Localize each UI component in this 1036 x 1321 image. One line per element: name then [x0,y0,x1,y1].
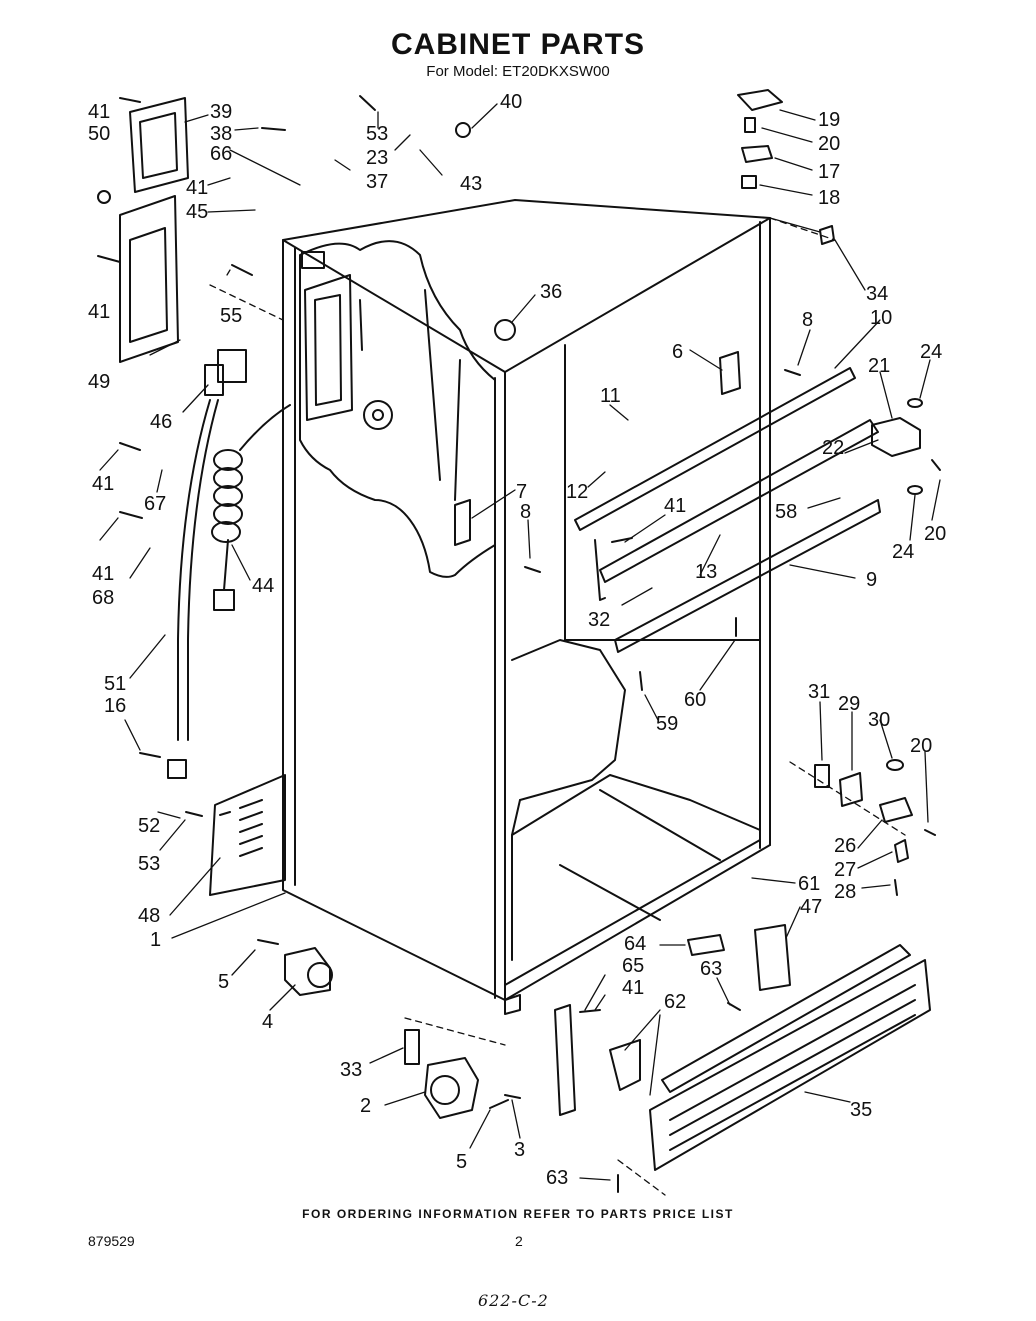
callout: 50 [88,123,110,145]
callout: 22 [822,437,844,459]
callout: 24 [920,341,942,363]
callout: 8 [520,501,531,523]
callout: 33 [340,1059,362,1081]
callout: 8 [802,309,813,331]
top-plug [494,319,516,341]
callout: 12 [566,481,588,503]
callout: 13 [695,561,717,583]
callout: 5 [218,971,229,993]
page-number: 2 [515,1233,523,1249]
callout: 51 [104,673,126,695]
callout: 26 [834,835,856,857]
callout: 24 [892,541,914,563]
callout: 40 [500,91,522,113]
callout: 41 [92,563,114,585]
callout: 43 [460,173,482,195]
callout: 38 [210,123,232,145]
callout: 16 [104,695,126,717]
callout: 63 [700,958,722,980]
mounting-plate [119,195,179,363]
callout: 48 [138,905,160,927]
callout: 62 [664,991,686,1013]
callout: 35 [850,1099,872,1121]
callout: 32 [588,609,610,631]
callout-labels: 41 39 38 50 66 53 23 40 43 37 41 45 19 2… [88,91,946,1189]
callout: 44 [252,575,274,597]
front-roller-assembly [284,947,479,1119]
top-hinge-parts [737,89,835,245]
handwritten-note: 622-C-2 [478,1291,549,1310]
callout: 41 [92,473,114,495]
callout: 20 [924,523,946,545]
callout: 58 [775,501,797,523]
callout: 31 [808,681,830,703]
mullion-rails [574,351,881,653]
grommet-part [455,122,471,138]
callout: 41 [88,101,110,123]
center-hinge-bracket [871,398,923,495]
callout: 53 [138,853,160,875]
callout: 45 [186,201,208,223]
callout: 47 [800,896,822,918]
callout: 67 [144,493,166,515]
callout: 20 [818,133,840,155]
callout: 41 [622,977,644,999]
callout: 59 [656,713,678,735]
rear-access-cover [209,774,286,896]
model-line: For Model: ET20DKXSW00 [426,63,610,80]
callout: 20 [910,735,932,757]
callout: 27 [834,859,856,881]
bottom-hinge [814,759,913,863]
callout: 65 [622,955,644,977]
callout: 29 [838,693,860,715]
callout: 23 [366,147,388,169]
drain-tube [167,349,247,779]
callout: 61 [798,873,820,895]
leader-lines [99,103,941,1196]
callout: 60 [684,689,706,711]
callout: 2 [360,1095,371,1117]
callout: 41 [186,177,208,199]
callout: 64 [624,933,646,955]
callout: 55 [220,305,242,327]
callout: 52 [138,815,160,837]
document-number: 879529 [88,1233,135,1249]
callout: 41 [664,495,686,517]
callout: 3 [514,1139,525,1161]
callout: 5 [456,1151,467,1173]
callout: 1 [150,929,161,951]
callout: 4 [262,1011,273,1033]
callout: 21 [868,355,890,377]
callout: 9 [866,569,877,591]
callout: 46 [150,411,172,433]
callout: 37 [366,171,388,193]
callout: 49 [88,371,110,393]
callout: 10 [870,307,892,329]
callout: 30 [868,709,890,731]
callout: 17 [818,161,840,183]
cabinet-body [282,199,771,1015]
callout: 19 [818,109,840,131]
callout: 39 [210,101,232,123]
base-grille [554,924,931,1171]
callout: 34 [866,283,888,305]
callout: 18 [818,187,840,209]
screws [97,95,941,1193]
callout: 41 [88,301,110,323]
ordering-note: FOR ORDERING INFORMATION REFER TO PARTS … [302,1207,734,1221]
callout: 7 [516,481,527,503]
power-cord [211,404,291,611]
grommet-part [97,190,111,204]
callout: 28 [834,881,856,903]
callout: 11 [600,385,621,407]
callout: 36 [540,281,562,303]
page-title: CABINET PARTS [390,28,646,61]
callout: 63 [546,1167,568,1189]
callout: 53 [366,123,388,145]
callout: 68 [92,587,114,609]
electrical-box [129,97,189,193]
callout: 6 [672,341,683,363]
callout: 66 [210,143,232,165]
